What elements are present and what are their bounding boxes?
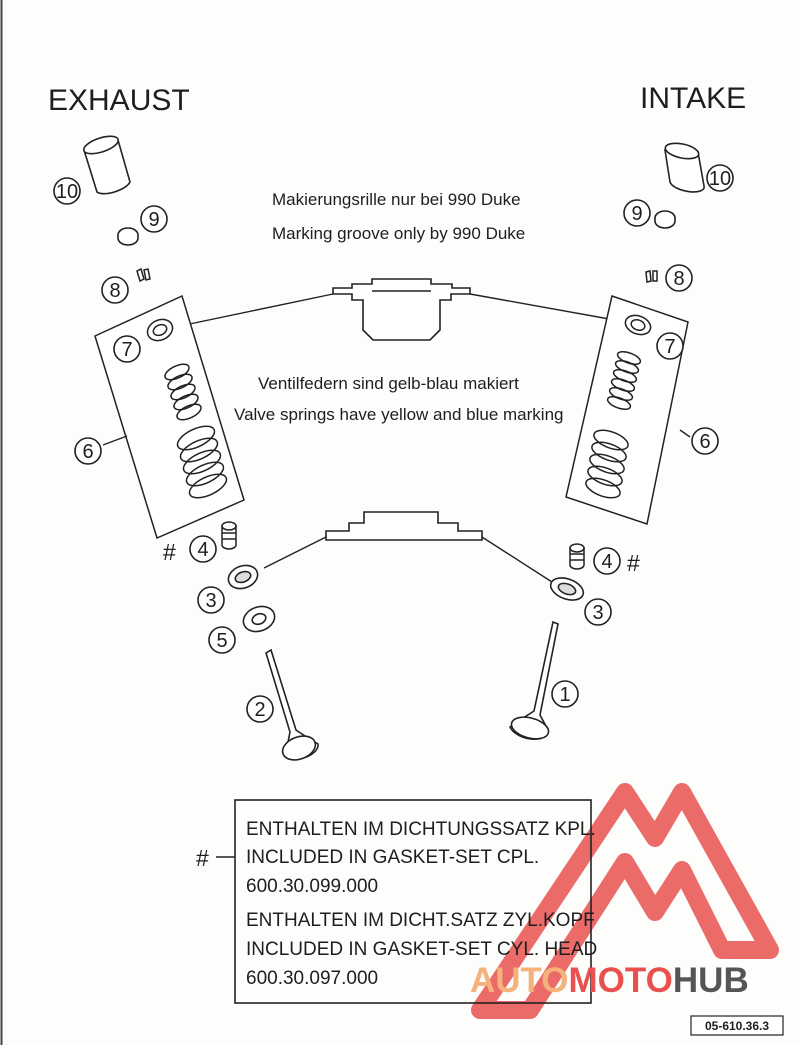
callout-exhaust-7: 7 [113, 335, 141, 363]
leader-line [102, 435, 128, 446]
leader-line [679, 429, 691, 438]
callout-exhaust-6: 6 [74, 437, 102, 465]
exhaust-heading: EXHAUST [48, 84, 190, 117]
intake-valve-1 [509, 620, 559, 740]
intake-bucket-tappet-10 [664, 142, 705, 193]
legend-line: INCLUDED IN GASKET-SET CYL. HEAD [246, 939, 597, 960]
exhaust-valve-stem-seal-4 [221, 521, 237, 550]
intake-heading: INTAKE [640, 82, 746, 115]
callout-intake-8: 8 [665, 264, 693, 292]
exhaust-valve-keepers-8 [136, 267, 151, 283]
callout-exhaust-3: 3 [197, 586, 225, 614]
intake-valve-keepers-8 [645, 270, 658, 283]
svg-text:2: 2 [254, 699, 265, 721]
svg-text:10: 10 [709, 168, 731, 190]
svg-text:5: 5 [216, 630, 227, 652]
exhaust-hash-marker: # [163, 539, 176, 565]
svg-text:1: 1 [559, 684, 570, 706]
callout-exhaust-5: 5 [208, 626, 236, 654]
exhaust-bucket-tappet-10 [82, 135, 131, 195]
callout-intake-9: 9 [623, 199, 651, 227]
legend-line: INCLUDED IN GASKET-SET CPL. [246, 847, 539, 868]
document-code: 05-610.36.3 [690, 1015, 784, 1036]
svg-text:6: 6 [699, 431, 710, 453]
callout-exhaust-10: 10 [53, 177, 81, 205]
svg-text:8: 8 [673, 268, 684, 290]
gasket-set-legend: # ENTHALTEN IM DICHTUNGSSATZ KPL. INCLUD… [196, 799, 597, 1004]
leader-line [179, 293, 334, 327]
legend-hash-marker: # [196, 845, 209, 871]
svg-text:3: 3 [205, 590, 216, 612]
intake-shim-9 [654, 210, 676, 229]
callout-intake-1: 1 [551, 680, 579, 708]
watermark-logo [471, 783, 779, 1019]
leader-line [481, 536, 553, 583]
callout-intake-4: 4 [593, 547, 621, 575]
svg-text:05-610.36.3: 05-610.36.3 [705, 1019, 769, 1033]
callout-exhaust-4: 4 [189, 535, 217, 563]
exhaust-washer-5 [242, 605, 276, 633]
legend-line: ENTHALTEN IM DICHTUNGSSATZ KPL. [246, 819, 596, 840]
callout-intake-7: 7 [656, 332, 684, 360]
callout-exhaust-9: 9 [140, 205, 168, 233]
svg-text:4: 4 [197, 539, 208, 561]
leader-line [469, 293, 627, 323]
svg-text:7: 7 [121, 339, 132, 361]
callout-intake-3: 3 [584, 598, 612, 626]
retainer-note-en: Marking groove only by 990 Duke [272, 224, 525, 243]
svg-text:9: 9 [148, 209, 159, 231]
svg-text:9: 9 [631, 203, 642, 225]
intake-hash-marker: # [627, 550, 640, 576]
intake-spring-seat-3 [549, 577, 585, 601]
svg-text:10: 10 [56, 181, 78, 203]
legend-part-number: 600.30.099.000 [246, 876, 378, 897]
legend-part-number: 600.30.097.000 [246, 968, 378, 989]
watermark-text: AUTOMOTOHUB [470, 961, 749, 1000]
spring-note-en: Valve springs have yellow and blue marki… [234, 405, 563, 424]
retainer-note-de: Makierungsrille nur bei 990 Duke [272, 190, 521, 209]
svg-text:3: 3 [592, 602, 603, 624]
exhaust-shim-9 [117, 227, 139, 246]
svg-text:6: 6 [82, 441, 93, 463]
svg-text:4: 4 [601, 551, 612, 573]
callout-intake-10: 10 [706, 164, 734, 192]
callout-exhaust-8: 8 [101, 276, 129, 304]
exhaust-valve-2 [265, 648, 319, 761]
legend-line: ENTHALTEN IM DICHT.SATZ ZYL.KOPF [246, 910, 595, 931]
exhaust-spring-group-6 [94, 294, 245, 540]
spring-retainer-cross-section [332, 278, 471, 341]
svg-text:8: 8 [109, 280, 120, 302]
spring-note-de: Ventilfedern sind gelb-blau makiert [258, 374, 519, 393]
spring-seat-cross-section [325, 511, 483, 541]
intake-valve-stem-seal-4 [569, 543, 585, 570]
callout-intake-6: 6 [691, 427, 719, 455]
exhaust-spring-seat-3 [227, 564, 259, 590]
svg-text:7: 7 [664, 336, 675, 358]
intake-spring-group-6 [565, 295, 689, 525]
callout-exhaust-2: 2 [246, 695, 274, 723]
leader-line [263, 536, 327, 569]
